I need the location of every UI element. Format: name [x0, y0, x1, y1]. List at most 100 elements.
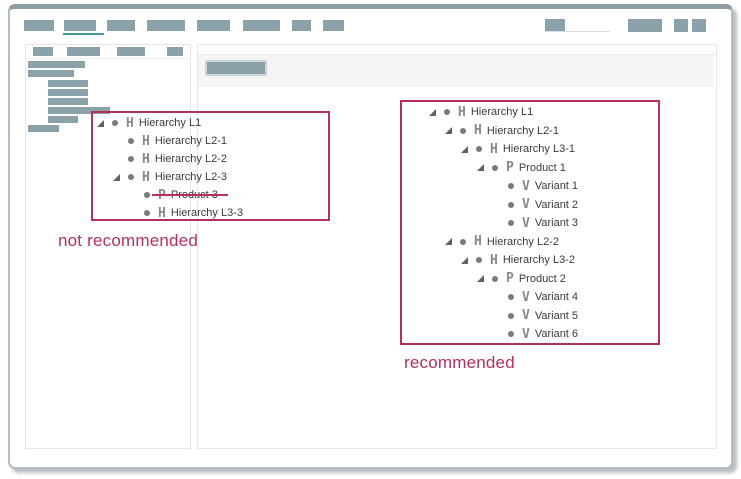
- expand-triangle-icon[interactable]: [445, 127, 452, 135]
- hierarchy-icon: H: [474, 123, 482, 139]
- hierarchy-icon: H: [142, 151, 150, 167]
- sidebar-list-bar[interactable]: [28, 70, 74, 77]
- hierarchy-icon: H: [490, 252, 498, 268]
- product-icon: P: [506, 271, 514, 287]
- node-bullet-icon: [508, 294, 514, 301]
- tree-row-label: Hierarchy L2-1: [154, 135, 227, 147]
- tree-row-label: Variant 1: [534, 180, 579, 193]
- hierarchy-icon: H: [126, 115, 134, 131]
- annotation-not-recommended-label: not recommended: [58, 231, 199, 250]
- node-content: H Hierarchy L3-1: [490, 143, 575, 156]
- tree-row-label: Variant 6: [534, 328, 579, 341]
- menubar-item-placeholder[interactable]: [323, 20, 344, 31]
- product-icon: P: [158, 187, 166, 203]
- sidebar-tab-placeholder[interactable]: [67, 47, 100, 56]
- menubar-item-placeholder[interactable]: [107, 20, 135, 31]
- sidebar-list-bar[interactable]: [48, 98, 88, 105]
- tree-row[interactable]: H Hierarchy L2-3: [93, 168, 328, 186]
- menubar-item-placeholder[interactable]: [243, 20, 280, 31]
- active-tab-underline: [63, 33, 104, 35]
- node-bullet-icon: [112, 120, 118, 126]
- sidebar-tab-placeholder[interactable]: [167, 47, 183, 56]
- toolbar-button-placeholder[interactable]: [628, 19, 662, 32]
- expand-triangle-icon[interactable]: [429, 108, 436, 116]
- sidebar-list-bar[interactable]: [48, 107, 110, 114]
- struck-node: P Product 3: [152, 187, 228, 203]
- tree-row-label: Hierarchy L3-1: [502, 143, 575, 156]
- tree-row[interactable]: H Hierarchy L2-1: [402, 122, 658, 141]
- node-bullet-icon: [128, 156, 134, 162]
- tree-row[interactable]: P Product 2: [402, 270, 658, 289]
- window-button-placeholder[interactable]: [674, 19, 688, 32]
- tree-row-label: Variant 4: [534, 291, 579, 304]
- node-bullet-icon: [444, 109, 450, 116]
- node-bullet-icon: [128, 174, 134, 180]
- tree-row-label: Variant 3: [534, 217, 579, 230]
- expand-triangle-icon[interactable]: [113, 173, 120, 181]
- tree-row-label: Product 2: [518, 272, 566, 285]
- sidebar-list-bar[interactable]: [48, 80, 88, 87]
- tree-row-label: Product 1: [518, 161, 566, 174]
- hierarchy-icon: H: [474, 234, 482, 250]
- expand-triangle-icon[interactable]: [461, 256, 468, 264]
- expand-triangle-icon[interactable]: [477, 164, 484, 172]
- tree-row[interactable]: H Hierarchy L3-1: [402, 140, 658, 159]
- sidebar-tab-placeholder[interactable]: [33, 47, 53, 56]
- sidebar-list-bar[interactable]: [28, 125, 59, 132]
- menubar-item-placeholder[interactable]: [24, 20, 54, 31]
- tree-row-label: Variant 5: [534, 309, 579, 322]
- sidebar-list-bar[interactable]: [48, 89, 88, 96]
- sidebar-list-bar[interactable]: [48, 116, 78, 123]
- tree-row-label: Hierarchy L2-1: [486, 124, 559, 137]
- search-field-placeholder[interactable]: [545, 19, 565, 31]
- tree-row[interactable]: H Hierarchy L3-2: [402, 251, 658, 270]
- node-content: V Variant 4: [522, 291, 578, 304]
- window-button-placeholder[interactable]: [692, 19, 706, 32]
- menubar-item-placeholder[interactable]: [197, 20, 230, 31]
- expand-triangle-icon[interactable]: [461, 145, 468, 153]
- variant-icon: V: [522, 289, 530, 305]
- hierarchy-icon: H: [142, 133, 150, 149]
- expand-triangle-icon[interactable]: [97, 119, 104, 127]
- node-bullet-icon: [492, 275, 498, 282]
- menubar-item-placeholder[interactable]: [292, 20, 311, 31]
- node-bullet-icon: [476, 257, 482, 264]
- tree-row-label: Hierarchy L3-2: [502, 254, 575, 267]
- tree-row[interactable]: V Variant 4: [402, 288, 658, 307]
- content-title-placeholder: [205, 60, 267, 76]
- sidebar-list-bar[interactable]: [28, 61, 85, 68]
- tree-row-label: Variant 2: [534, 198, 579, 211]
- hierarchy-icon: H: [490, 141, 498, 157]
- main-panel: [197, 44, 717, 449]
- menubar-item-placeholder[interactable]: [64, 20, 96, 31]
- tree-row-label: Hierarchy L2-3: [154, 171, 227, 183]
- expand-triangle-icon[interactable]: [445, 238, 452, 246]
- hierarchy-icon: H: [142, 169, 150, 185]
- tree-row[interactable]: H Hierarchy L2-1: [93, 132, 328, 150]
- menubar-item-placeholder[interactable]: [147, 20, 185, 31]
- expand-triangle-icon[interactable]: [477, 275, 484, 283]
- sidebar-tab-placeholder[interactable]: [117, 47, 145, 56]
- search-field-underline: [545, 31, 610, 32]
- tree-row-label: Product 3: [170, 189, 218, 201]
- tree-row[interactable]: P Product 3: [93, 186, 328, 204]
